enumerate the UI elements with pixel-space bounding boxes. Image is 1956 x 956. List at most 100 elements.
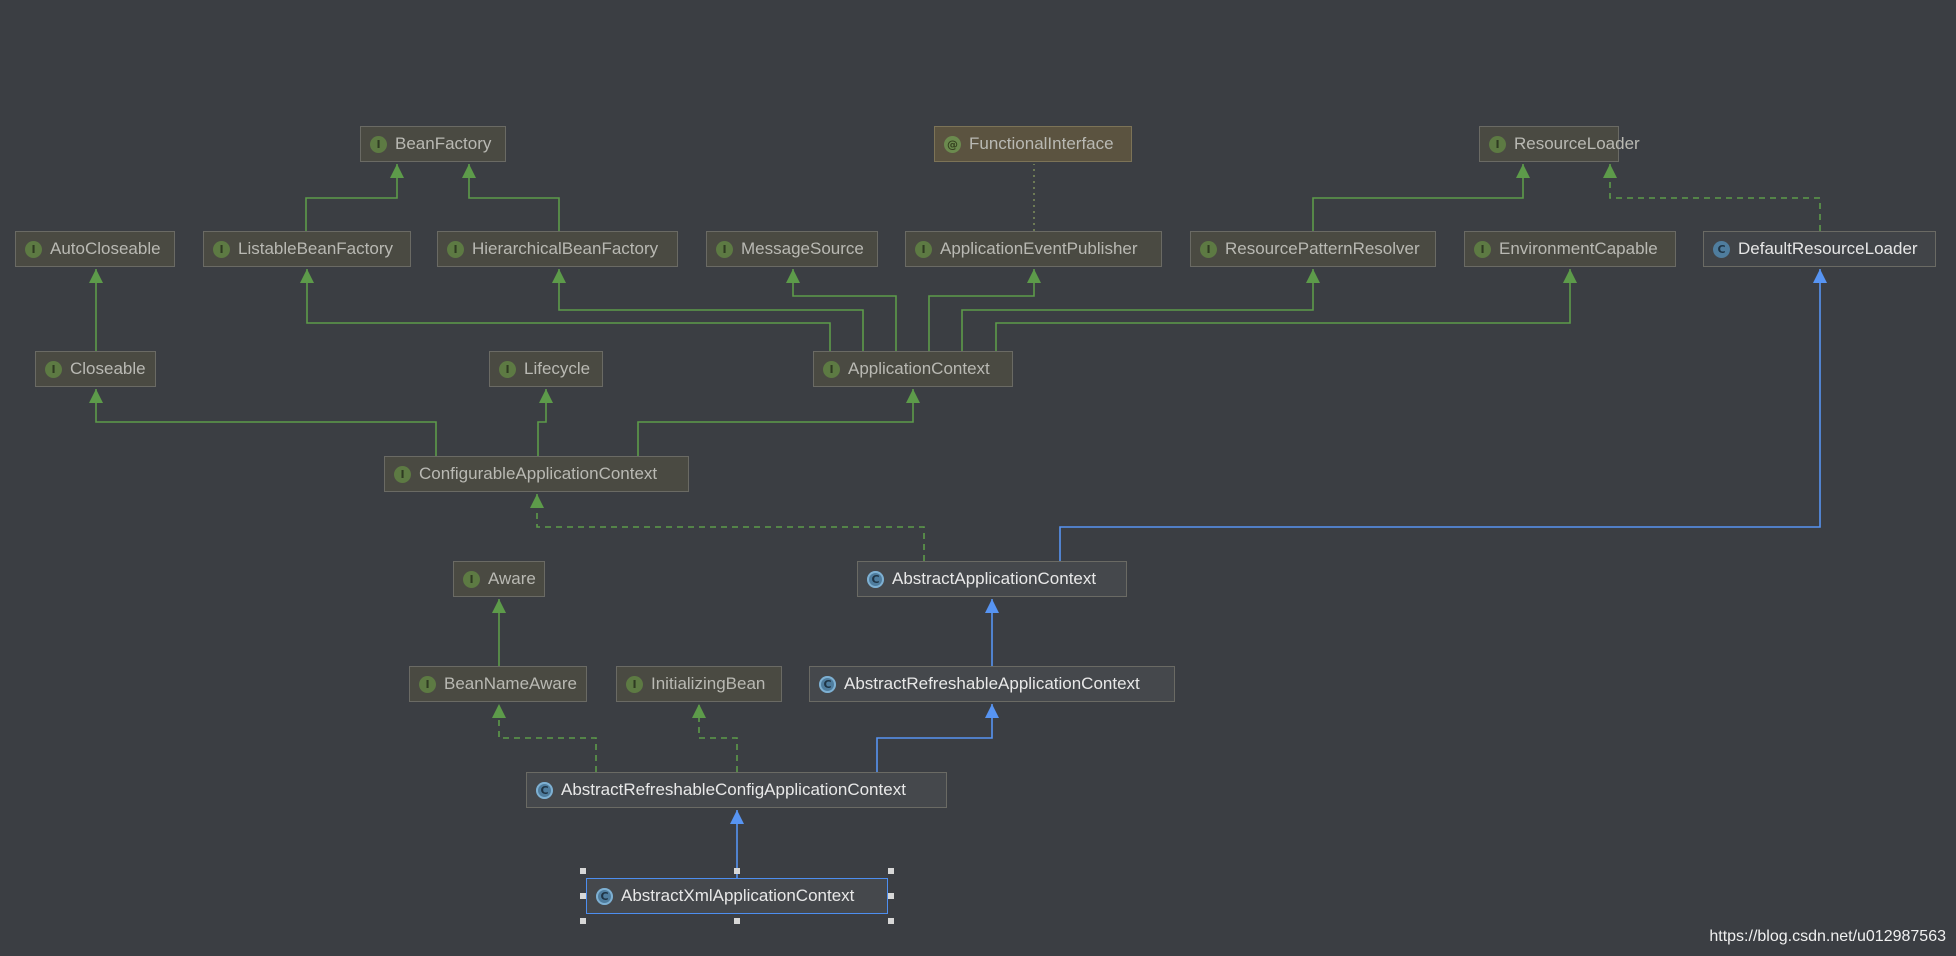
node-DefaultResourceLoader[interactable]: C DefaultResourceLoader [1703,231,1936,267]
selection-handle[interactable] [580,918,586,924]
arrowhead-icon [89,389,103,403]
node-label: DefaultResourceLoader [1738,239,1918,258]
arrowhead-icon [730,810,744,824]
interface-icon: I [394,465,411,483]
interface-icon: I [915,240,932,258]
edge-AbstractApplicationContext-to-ConfigurableApplicationContext [536,494,925,561]
edge-AbstractApplicationContext-to-DefaultResourceLoader [1059,269,1821,561]
node-label: FunctionalInterface [969,134,1114,153]
interface-icon: I [447,240,464,258]
interface-icon: I [626,675,643,693]
interface-icon: I [45,360,62,378]
arrowhead-icon [492,704,506,718]
node-label: MessageSource [741,239,864,258]
interface-icon: I [1474,240,1491,258]
arrowhead-icon [1603,164,1617,178]
edge-AbstractRefreshableConfigApplicationContext-to-BeanNameAware [498,704,597,772]
node-label: HierarchicalBeanFactory [472,239,659,258]
node-FunctionalInterface[interactable]: @FunctionalInterface [934,126,1132,162]
arrowhead-icon [89,269,103,283]
node-label: InitializingBean [651,674,766,693]
selection-handle[interactable] [888,868,894,874]
interface-icon: I [25,240,42,258]
edge-ConfigurableApplicationContext-to-Lifecycle [537,389,547,456]
node-label: AbstractApplicationContext [892,569,1097,588]
edge-ConfigurableApplicationContext-to-Closeable [95,389,437,456]
node-BeanNameAware[interactable]: I BeanNameAware [409,666,587,702]
selection-handle[interactable] [580,868,586,874]
edge-ApplicationContext-to-ListableBeanFactory [306,269,831,351]
selection-handle[interactable] [580,893,586,899]
interface-icon: I [499,360,516,378]
arrowhead-icon [1813,269,1827,283]
edge-AbstractRefreshableConfigApplicationContext-to-InitializingBean [698,704,738,772]
arrowhead-icon [1306,269,1320,283]
edge-ApplicationContext-to-ResourcePatternResolver [961,269,1314,351]
class-icon: C [1713,240,1730,258]
interface-icon: I [716,240,733,258]
node-AutoCloseable[interactable]: I AutoCloseable [15,231,175,267]
node-EnvironmentCapable[interactable]: I EnvironmentCapable [1464,231,1676,267]
node-ApplicationEventPublisher[interactable]: I ApplicationEventPublisher [905,231,1162,267]
node-AbstractRefreshableConfigApplicationContext[interactable]: C AbstractRefreshableConfigApplicationCon… [526,772,947,808]
node-label: Closeable [70,359,146,378]
arrowhead-icon [1027,269,1041,283]
interface-icon: I [463,570,480,588]
node-HierarchicalBeanFactory[interactable]: I HierarchicalBeanFactory [437,231,678,267]
node-label: ListableBeanFactory [238,239,393,258]
arrowhead-icon [539,389,553,403]
arrowhead-icon [985,704,999,718]
node-Closeable[interactable]: I Closeable [35,351,156,387]
interface-icon: I [370,135,387,153]
arrowhead-icon [1516,164,1530,178]
node-AbstractApplicationContext[interactable]: C AbstractApplicationContext [857,561,1127,597]
node-Aware[interactable]: I Aware [453,561,545,597]
interface-icon: I [213,240,230,258]
watermark: https://blog.csdn.net/u012987563 [1709,928,1946,945]
edge-ApplicationContext-to-HierarchicalBeanFactory [558,269,864,351]
arrowhead-icon [462,164,476,178]
node-label: BeanNameAware [444,674,577,693]
edge-DefaultResourceLoader-to-ResourceLoader [1609,164,1821,231]
edge-HierarchicalBeanFactory-to-BeanFactory [468,164,560,231]
node-label: AbstractRefreshableApplicationContext [844,674,1140,693]
arrowhead-icon [786,269,800,283]
node-label: ApplicationEventPublisher [940,239,1138,258]
arrowhead-icon [390,164,404,178]
node-label: Aware [488,569,536,588]
selection-handle[interactable] [888,893,894,899]
node-label: ResourceLoader [1514,134,1640,153]
selection-handle[interactable] [734,918,740,924]
arrowhead-icon [985,599,999,613]
arrowhead-icon [492,599,506,613]
node-label: AbstractXmlApplicationContext [621,886,855,905]
node-label: AutoCloseable [50,239,161,258]
abstract-class-icon: C [536,781,553,799]
node-ListableBeanFactory[interactable]: I ListableBeanFactory [203,231,411,267]
node-label: ApplicationContext [848,359,990,378]
arrowhead-icon [552,269,566,283]
node-label: ResourcePatternResolver [1225,239,1420,258]
abstract-class-icon: C [819,675,836,693]
node-AbstractRefreshableApplicationContext[interactable]: C AbstractRefreshableApplicationContext [809,666,1175,702]
node-label: AbstractRefreshableConfigApplicationCont… [561,780,906,799]
selection-handle[interactable] [888,918,894,924]
node-label: EnvironmentCapable [1499,239,1658,258]
arrowhead-icon [300,269,314,283]
node-InitializingBean[interactable]: I InitializingBean [616,666,782,702]
arrowhead-icon [906,389,920,403]
arrowhead-icon [692,704,706,718]
selection-handle[interactable] [734,868,740,874]
interface-icon: I [419,675,436,693]
node-MessageSource[interactable]: I MessageSource [706,231,878,267]
abstract-class-icon: C [867,570,884,588]
